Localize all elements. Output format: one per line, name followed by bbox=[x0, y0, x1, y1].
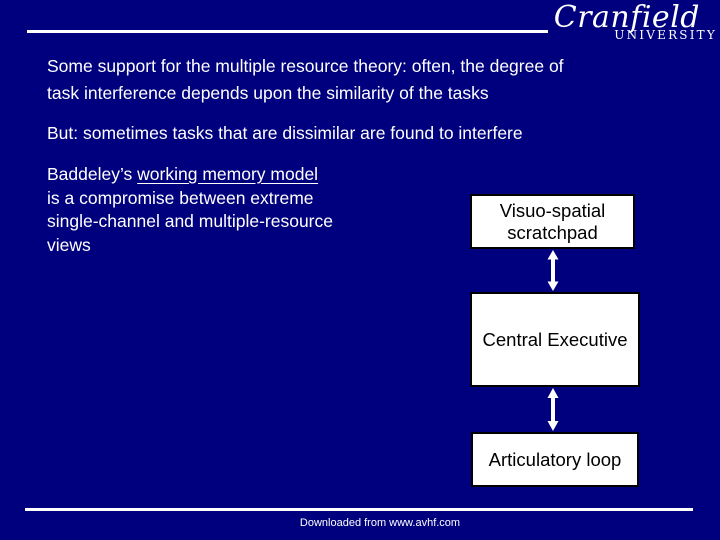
paragraph-dissimilar-tasks: But: sometimes tasks that are dissimilar… bbox=[47, 120, 523, 146]
cranfield-logo: Cranfield UNIVERSITY bbox=[490, 0, 720, 50]
paragraph-line: views bbox=[47, 234, 91, 255]
box-label: Central Executive bbox=[482, 328, 628, 350]
top-rule bbox=[27, 30, 548, 33]
paragraph-baddeley: Baddeley’s working memory model is a com… bbox=[47, 163, 333, 257]
paragraph-line: Some support for the multiple resource t… bbox=[47, 56, 564, 76]
paragraph-line: Baddeley’s working memory model bbox=[47, 163, 333, 187]
paragraph-multiple-resource-support: Some support for the multiple resource t… bbox=[47, 53, 564, 107]
cranfield-university-label: UNIVERSITY bbox=[614, 28, 717, 42]
footer-text: Downloaded from www.avhf.com bbox=[299, 517, 461, 529]
bottom-rule bbox=[25, 508, 693, 511]
box-articulatory-loop: Articulatory loop bbox=[471, 432, 639, 487]
paragraph-line: task interference depends upon the simil… bbox=[47, 83, 489, 103]
baddeley-prefix-text: Baddeley’s bbox=[47, 164, 138, 184]
working-memory-model-underlined-text: working memory model bbox=[137, 164, 319, 184]
double-arrow-top-icon bbox=[546, 250, 560, 291]
double-arrow-bottom-icon bbox=[546, 388, 560, 431]
box-visuo-spatial-scratchpad: Visuo-spatial scratchpad bbox=[470, 194, 635, 249]
box-label: Articulatory loop bbox=[488, 448, 622, 470]
paragraph-line: But: sometimes tasks that are dissimilar… bbox=[47, 123, 523, 143]
box-label: Visuo-spatial scratchpad bbox=[499, 199, 606, 243]
paragraph-line: single-channel and multiple-resource bbox=[47, 211, 333, 231]
box-central-executive: Central Executive bbox=[470, 292, 640, 387]
cranfield-wordmark: Cranfield bbox=[553, 0, 700, 35]
paragraph-line: is a compromise between extreme bbox=[47, 187, 314, 208]
